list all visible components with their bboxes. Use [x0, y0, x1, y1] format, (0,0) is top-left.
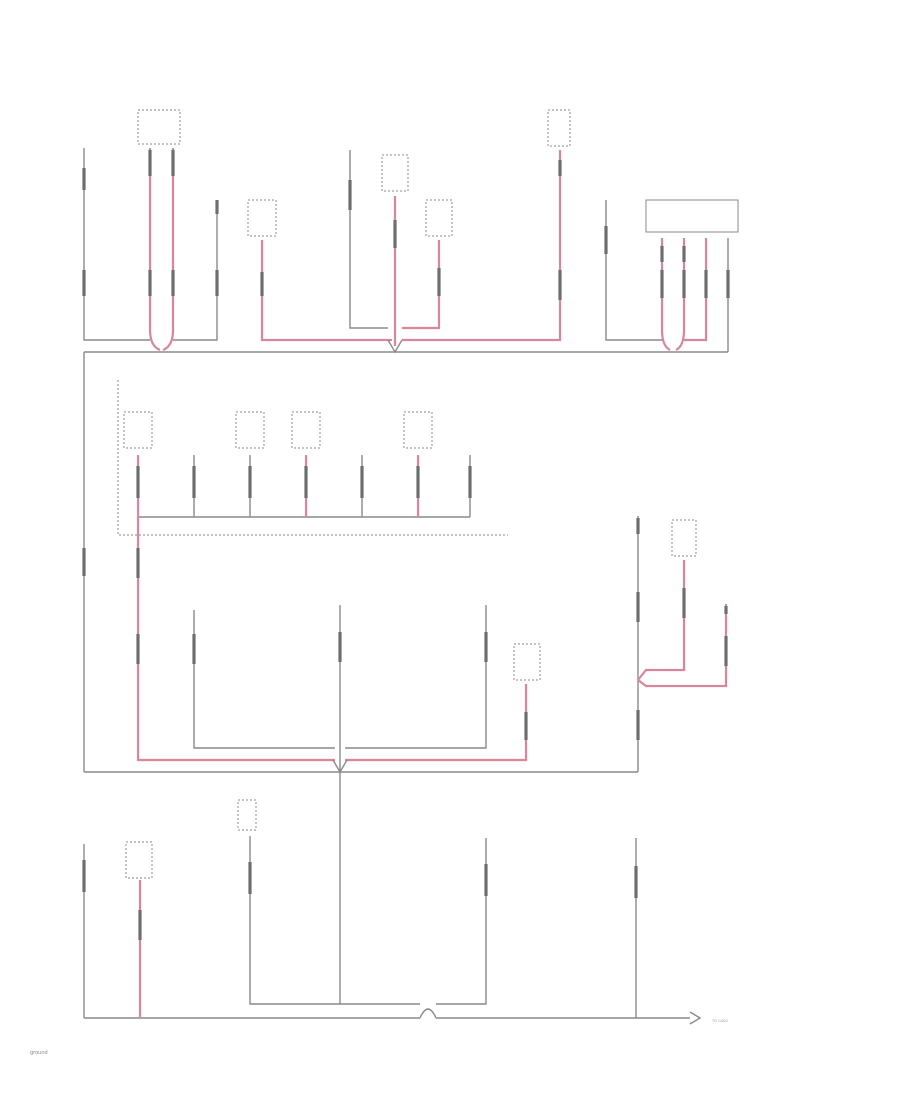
top-wire-6 [349, 150, 388, 329]
top-wire-10 [605, 200, 662, 341]
top-section [82, 109, 739, 772]
arrow-label: TO G400 [711, 1019, 729, 1023]
top-red-wire-5 [260, 240, 392, 342]
top-red-wire-9 [402, 150, 562, 342]
top-red-wire-12 [675, 238, 686, 351]
main-red-riser [136, 517, 335, 762]
top-red-wire-11 [660, 238, 671, 351]
page-number: ground [30, 1050, 48, 1056]
top-red-wire-8 [402, 240, 441, 330]
lower-middle-section [82, 516, 728, 774]
top-red-wire-2 [162, 148, 175, 352]
middle-group [117, 380, 508, 536]
top-red-wire-1 [148, 148, 161, 352]
top-wire-4 [173, 200, 218, 341]
bottom-section [82, 772, 702, 1025]
top-wire-1 [83, 148, 150, 341]
